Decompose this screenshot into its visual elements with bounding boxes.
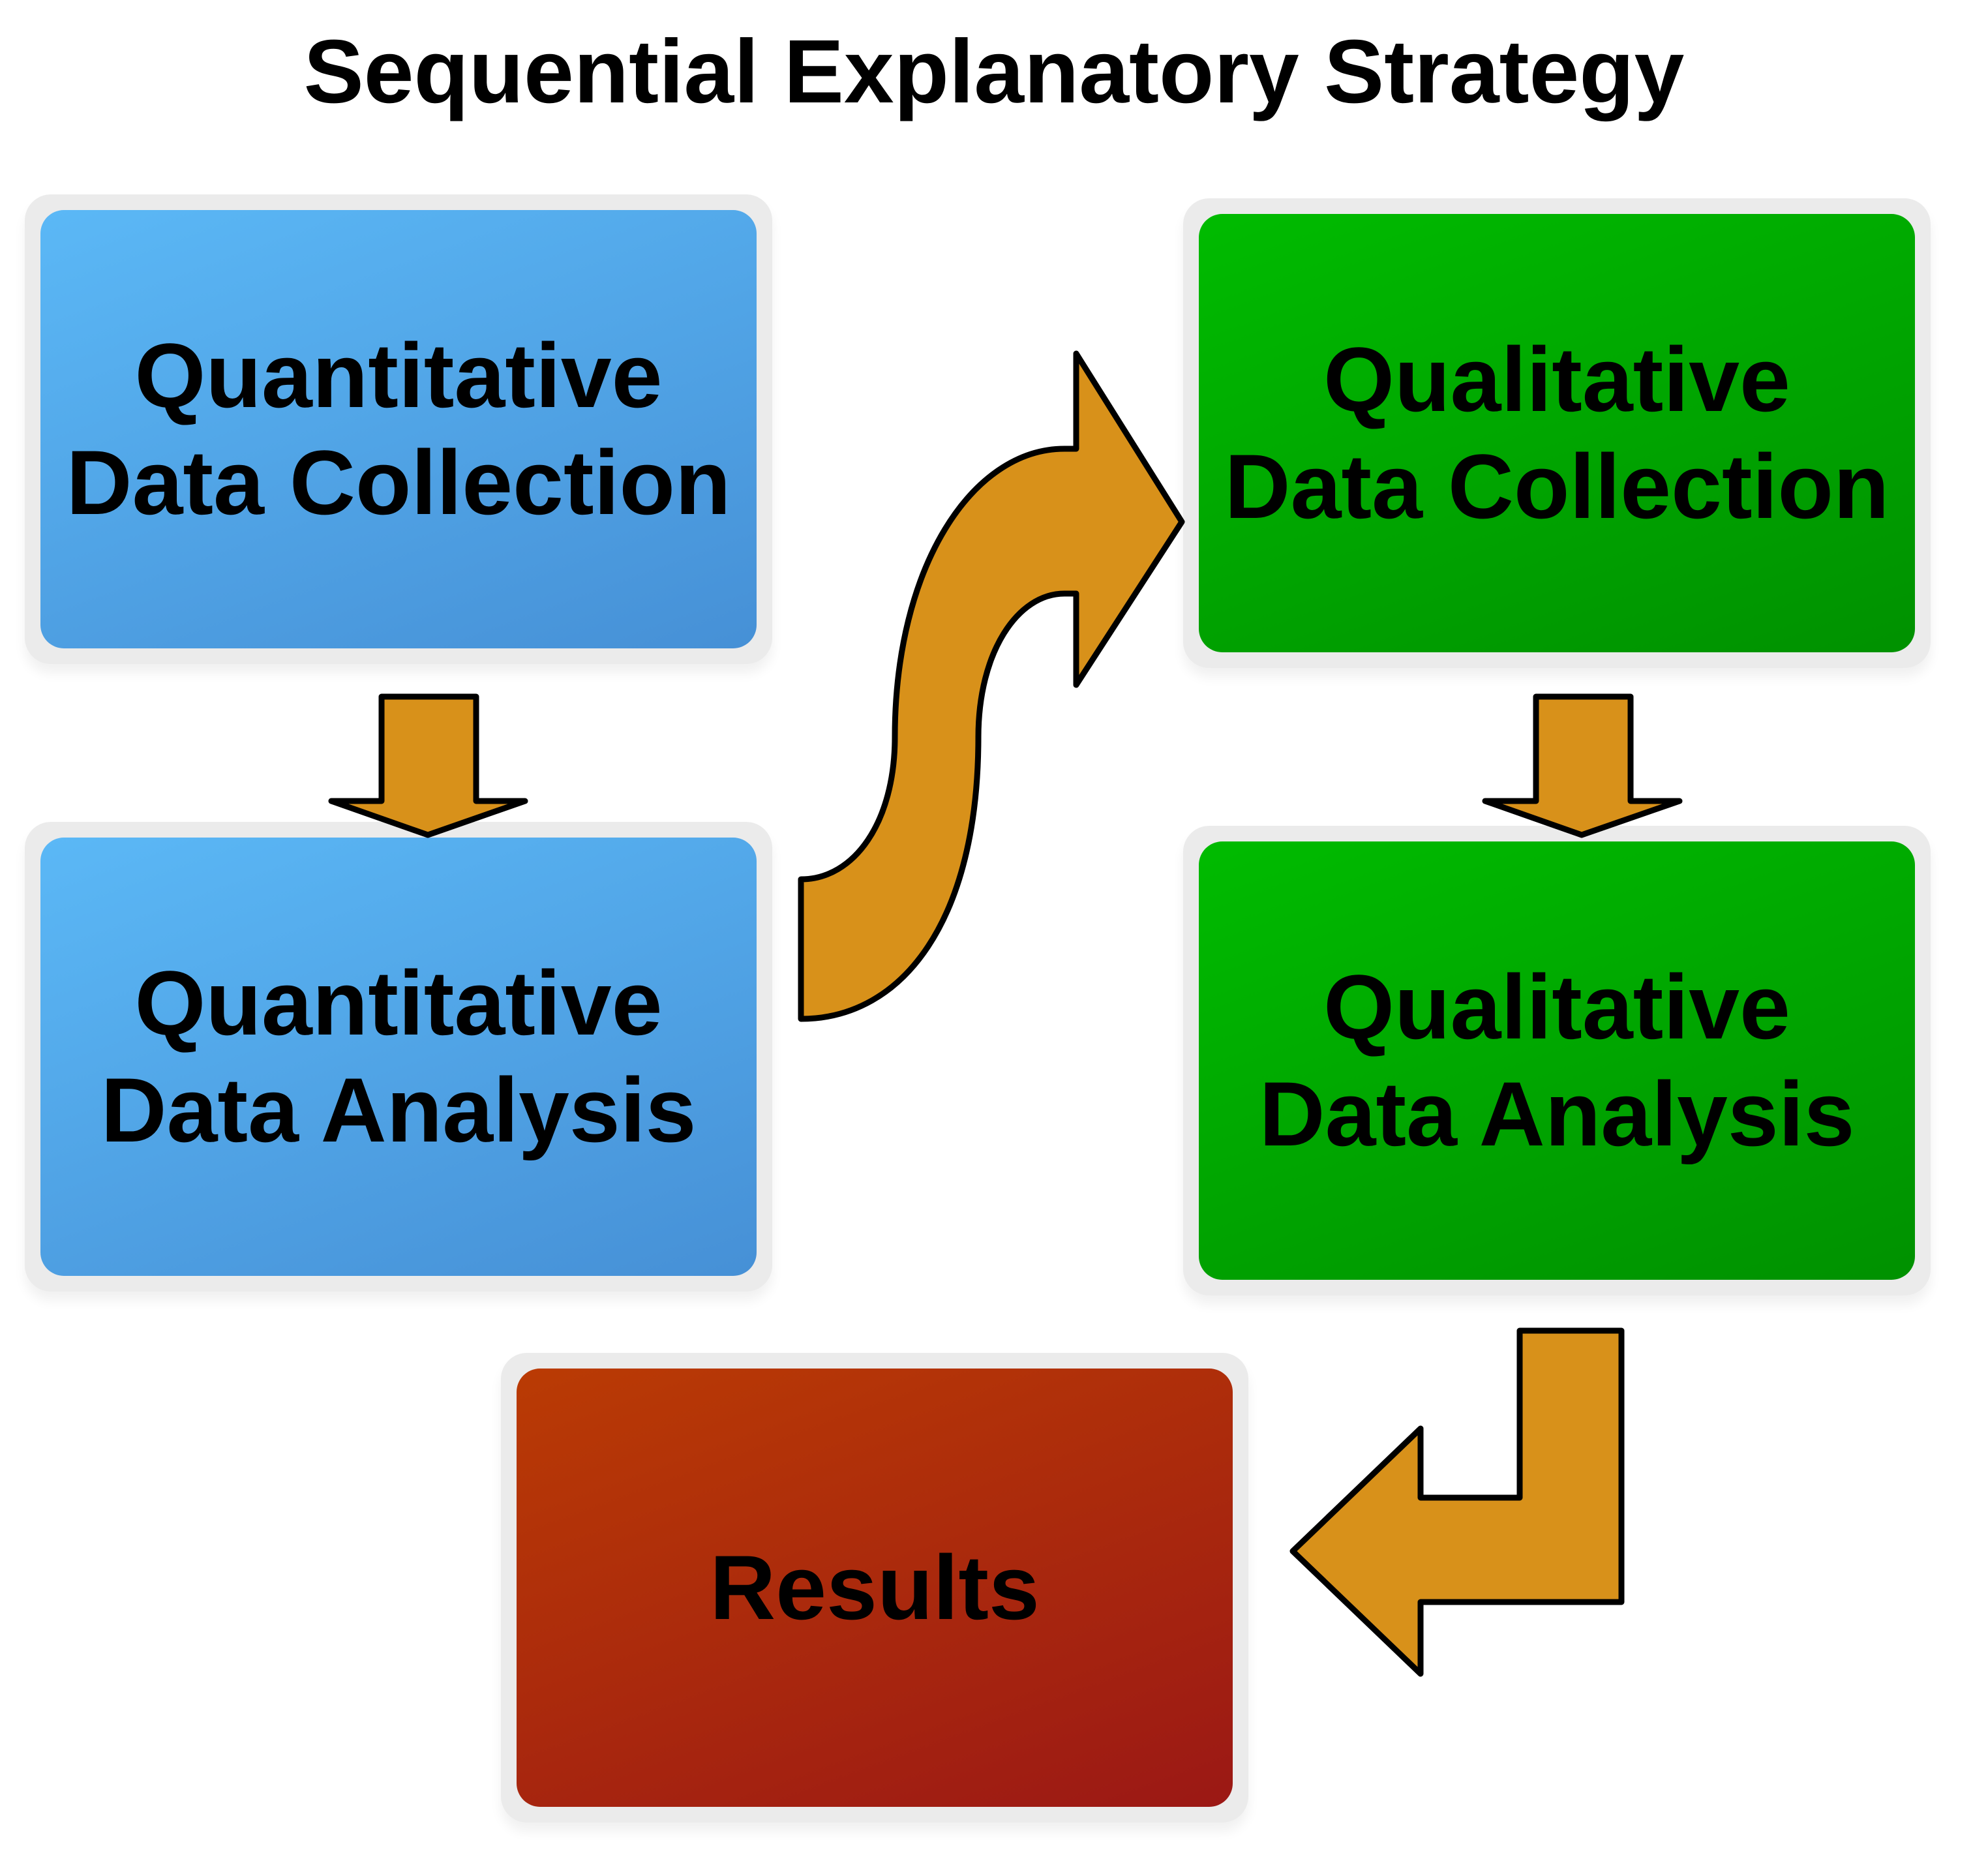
results-fill: Results <box>517 1369 1233 1807</box>
quant-collection-box: Quantitative Data Collection <box>25 194 772 664</box>
qual-analysis-line1: Qualitative <box>1323 956 1790 1058</box>
quant-collection-fill: Quantitative Data Collection <box>40 210 757 648</box>
qual-collection-box: Qualitative Data Collection <box>1183 198 1931 668</box>
results-label: Results <box>710 1536 1040 1639</box>
curved-arrow-icon <box>798 350 1185 1022</box>
down-arrow-icon <box>328 693 528 838</box>
qual-collection-line1: Qualitative <box>1323 328 1790 431</box>
results-box: Results <box>501 1353 1248 1823</box>
qual-analysis-box: Qualitative Data Analysis <box>1183 826 1931 1295</box>
quant-analysis-line2: Data Analysis <box>100 1059 697 1161</box>
quant-analysis-fill: Quantitative Data Analysis <box>40 838 757 1276</box>
quant-collection-line1: Quantitative <box>134 324 663 427</box>
qual-collection-fill: Qualitative Data Collection <box>1199 214 1915 652</box>
qual-analysis-line2: Data Analysis <box>1259 1063 1855 1165</box>
quant-collection-line2: Data Collection <box>66 431 731 534</box>
qual-collection-line2: Data Collection <box>1224 435 1890 537</box>
diagram-title: Sequential Explanatory Strategy <box>303 22 1685 122</box>
qual-analysis-fill: Qualitative Data Analysis <box>1199 841 1915 1280</box>
down-arrow-icon <box>1482 693 1683 838</box>
return-arrow-icon <box>1289 1327 1625 1677</box>
quant-analysis-line1: Quantitative <box>134 952 663 1054</box>
quant-analysis-box: Quantitative Data Analysis <box>25 822 772 1292</box>
